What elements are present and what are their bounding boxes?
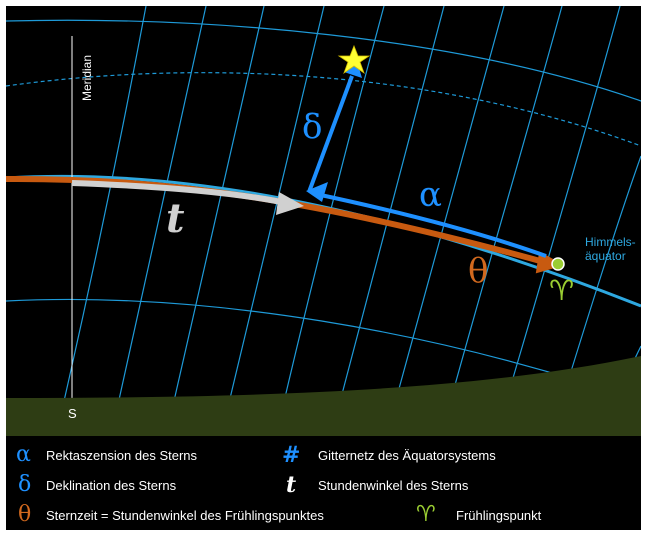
horizon-ground xyxy=(6,356,641,436)
right-ascension-arrow xyxy=(315,192,547,258)
legend-aries-symbol: ♈ xyxy=(416,502,436,527)
hour-angle-arrowhead xyxy=(276,192,304,215)
legend-t-symbol: t xyxy=(286,472,297,498)
t-symbol: t xyxy=(166,195,185,242)
grid-hour-line xyxy=(110,6,207,436)
legend-theta-symbol: θ xyxy=(18,502,32,527)
aries-symbol: ♈ xyxy=(549,274,574,307)
legend-t-text: Stundenwinkel des Sterns xyxy=(318,478,469,493)
grid-hour-line xyxy=(55,6,147,436)
legend-delta-text: Deklination des Sterns xyxy=(46,478,177,493)
legend-alpha-symbol: α xyxy=(16,442,31,467)
grid-declination-line xyxy=(6,19,641,102)
equator-label-2: äquator xyxy=(585,249,626,263)
grid-hour-line xyxy=(165,6,265,436)
grid-hour-line xyxy=(385,6,505,436)
legend-grid-text: Gitternetz des Äquatorsystems xyxy=(318,448,496,463)
legend-alpha-text: Rektaszension des Sterns xyxy=(46,448,198,463)
legend-delta-symbol: δ xyxy=(18,472,32,497)
legend-aries-text: Frühlingspunkt xyxy=(456,508,542,523)
legend-theta-text: Sternzeit = Stundenwinkel des Frühlingsp… xyxy=(46,508,324,523)
grid-hour-line xyxy=(220,6,325,436)
diagram-frame: δ α θ t ♈ Himmels- äquator Meridian S α … xyxy=(6,6,641,530)
south-label: S xyxy=(68,406,77,421)
star-icon xyxy=(337,44,371,75)
delta-symbol: δ xyxy=(302,107,322,147)
vernal-point-marker xyxy=(551,257,565,271)
sidereal-time-arrowhead xyxy=(535,251,565,274)
grid-hour-line xyxy=(275,6,385,436)
grid-hour-line xyxy=(440,6,563,436)
grid-declination-line xyxy=(6,72,641,147)
meridian-label: Meridian xyxy=(80,55,94,101)
right-ascension-arrowhead xyxy=(306,182,328,202)
equator-label-1: Himmels- xyxy=(585,235,636,249)
alpha-symbol: α xyxy=(419,175,442,215)
hour-angle-arrow xyxy=(71,180,292,207)
legend: α Rektaszension des Sterns # Gitternetz … xyxy=(6,436,641,530)
declination-arrow xyxy=(307,75,354,193)
equatorial-grid xyxy=(6,6,641,436)
theta-symbol: θ xyxy=(468,251,488,291)
legend-grid-icon: # xyxy=(282,442,301,468)
celestial-sphere-diagram: δ α θ t ♈ Himmels- äquator Meridian S xyxy=(6,6,641,436)
